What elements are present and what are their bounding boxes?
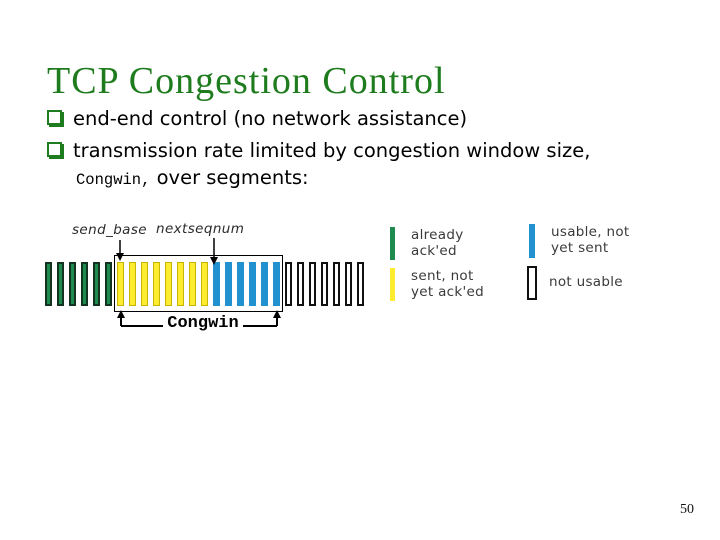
bullet-2-line1: transmission rate limited by congestion …: [73, 139, 591, 162]
segment-bar-sent-not-acked: [153, 262, 160, 306]
bullet-1-text: end-end control (no network assistance): [73, 107, 468, 130]
bullet-item-2: transmission rate limited by congestion …: [47, 138, 590, 164]
segment-bar-usable-not-sent: [249, 262, 256, 306]
legend-label: not usable: [549, 274, 623, 290]
segment-bar-not-usable: [333, 262, 340, 306]
bullet-2-line2: over segments:: [150, 166, 309, 189]
segment-bar-usable-not-sent: [237, 262, 244, 306]
legend-item-not-usable: not usable: [527, 266, 623, 300]
sent-not-acked-swatch: [390, 268, 395, 301]
segment-bar-sent-not-acked: [129, 262, 136, 306]
segment-bar-already-acked: [57, 262, 64, 306]
segment-bar-sent-not-acked: [201, 262, 208, 306]
segment-bar-strip: [45, 262, 364, 306]
congwin-label: Congwin: [167, 314, 239, 333]
segment-bar-already-acked: [81, 262, 88, 306]
bullet-item-1: end-end control (no network assistance): [47, 106, 467, 132]
congwin-window-box: [114, 255, 283, 312]
checkbox-bullet-icon: [47, 142, 62, 157]
legend-item-usable-not-sent: usable, not yet sent: [529, 224, 629, 258]
send-base-label: send_base: [72, 222, 147, 238]
legend-item-sent-not-acked: sent, not yet ack'ed: [390, 268, 484, 301]
usable-not-sent-swatch: [529, 224, 535, 258]
segment-bar-already-acked: [69, 262, 76, 306]
legend-label: sent, not yet ack'ed: [411, 268, 484, 300]
segment-bar-sent-not-acked: [189, 262, 196, 306]
segment-bar-not-usable: [345, 262, 352, 306]
already-acked-swatch: [390, 227, 395, 260]
page-number: 50: [680, 502, 694, 517]
segment-bar-sent-not-acked: [165, 262, 172, 306]
bullet-item-2-continued: Congwin, over segments:: [76, 165, 309, 193]
segment-bar-sent-not-acked: [141, 262, 148, 306]
not-usable-swatch: [527, 266, 537, 300]
segment-bar-sent-not-acked: [117, 262, 124, 306]
segment-bar-usable-not-sent: [213, 262, 220, 306]
segment-bar-not-usable: [357, 262, 364, 306]
legend-item-already-acked: already ack'ed: [390, 227, 464, 260]
legend-label: usable, not yet sent: [551, 224, 630, 256]
segment-bar-usable-not-sent: [225, 262, 232, 306]
congwin-code-text: Congwin,: [76, 171, 151, 189]
segment-bar-already-acked: [45, 262, 52, 306]
segment-bar-not-usable: [285, 262, 292, 306]
segment-bar-not-usable: [297, 262, 304, 306]
page-title: TCP Congestion Control: [47, 60, 446, 103]
checkbox-bullet-icon: [47, 110, 62, 125]
segment-bar-already-acked: [93, 262, 100, 306]
segment-bar-sent-not-acked: [177, 262, 184, 306]
segment-bar-not-usable: [309, 262, 316, 306]
nextseqnum-label: nextseqnum: [156, 221, 245, 237]
segment-bar-usable-not-sent: [261, 262, 268, 306]
segment-bar-usable-not-sent: [273, 262, 280, 306]
legend-label: already ack'ed: [411, 227, 464, 259]
segment-bar-already-acked: [105, 262, 112, 306]
segment-bar-not-usable: [321, 262, 328, 306]
